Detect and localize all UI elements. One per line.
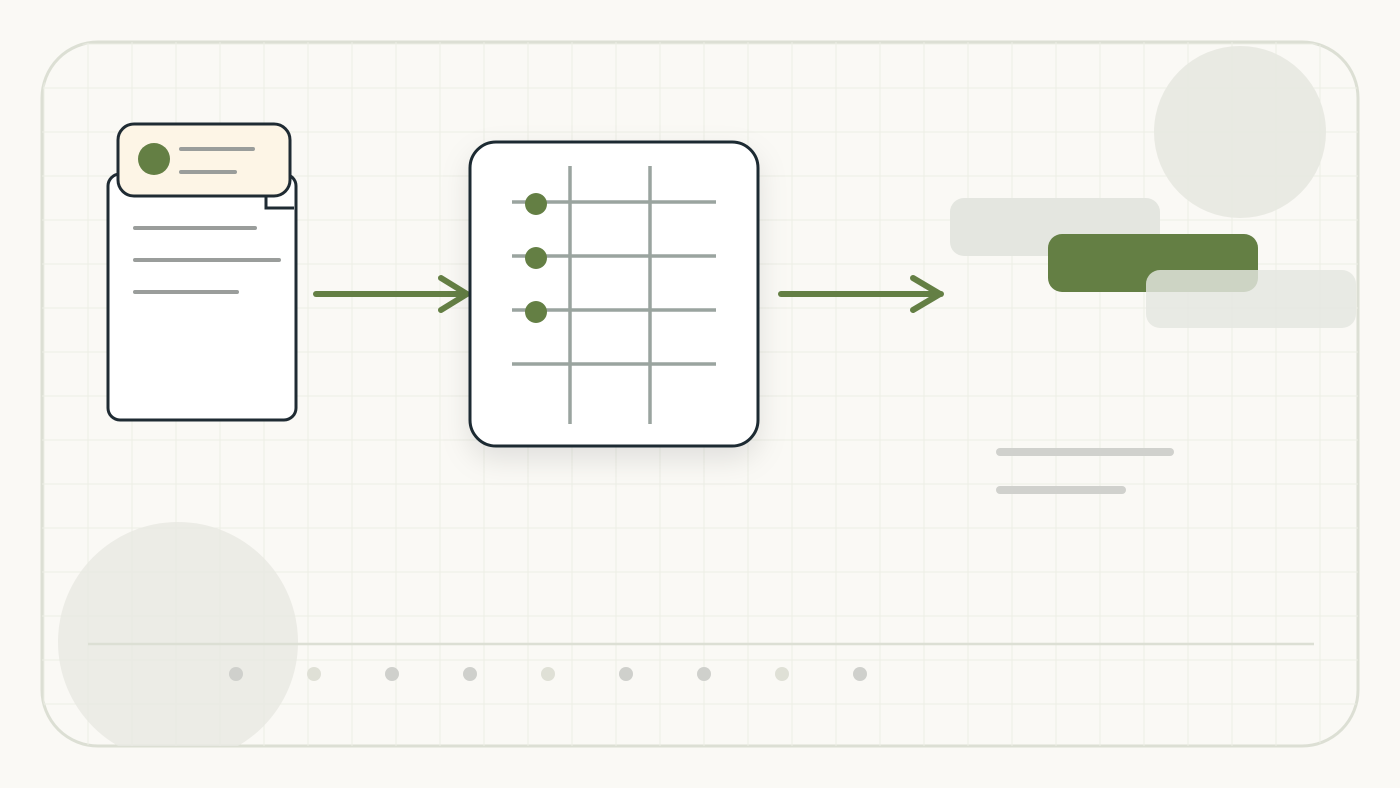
carousel-dot[interactable] [541,667,555,681]
output-node [950,198,1356,494]
arrow-right-icon [778,275,944,313]
placeholder-bar-overlay [1146,270,1356,328]
stacked-bars-icon [950,198,1356,328]
table-node [468,140,760,448]
carousel-dot[interactable] [697,667,711,681]
carousel-dot[interactable] [853,667,867,681]
arrow-right-icon [313,275,470,313]
table-row-marker [525,193,547,215]
document-header-card [116,122,292,198]
carousel-dot[interactable] [229,667,243,681]
table-row-marker [525,247,547,269]
table-grid-icon [512,166,716,424]
carousel-dot[interactable] [463,667,477,681]
arrow-table-to-output [778,275,944,313]
document-icon [106,172,298,422]
table-card [468,140,760,448]
carousel-dot[interactable] [385,667,399,681]
decorative-circle-bottom-left [58,522,298,746]
carousel-dot[interactable] [619,667,633,681]
decorative-circle-top-right [1154,46,1326,218]
carousel-dot[interactable] [775,667,789,681]
table-row-marker [525,301,547,323]
avatar-dot-icon [138,143,170,175]
carousel-dot[interactable] [307,667,321,681]
carousel-dots [229,667,867,681]
document-node [106,122,298,422]
timeline [88,642,1314,681]
arrow-document-to-table [313,275,470,313]
